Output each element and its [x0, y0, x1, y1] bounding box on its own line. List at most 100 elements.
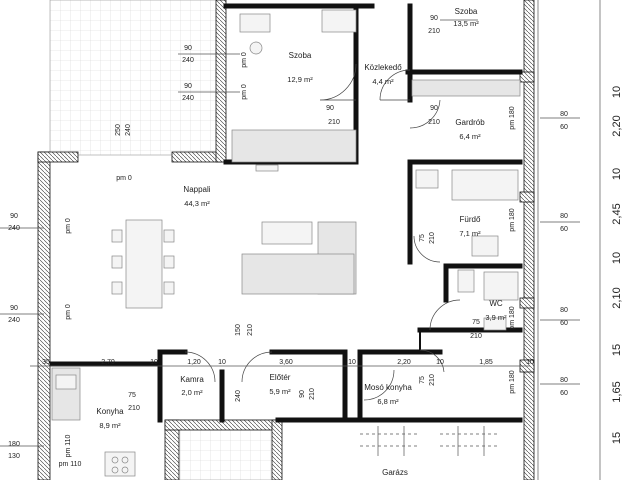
level-label: pm 0: [241, 52, 248, 68]
room-name-konyha: Konyha: [96, 407, 124, 416]
opening-label: 210: [328, 119, 340, 126]
furniture: [51, 9, 521, 477]
opening-label: 75: [419, 234, 426, 242]
vertical-dimensions: 10 2,20 10 2,45 10 2,10 15 1,65 15: [611, 86, 623, 444]
opening-label: 250: [115, 124, 122, 136]
dim-label: 10: [526, 359, 534, 366]
level-label: pm 180: [509, 306, 516, 329]
dim-label: 1,20: [187, 359, 201, 366]
opening-label: 210: [470, 333, 482, 340]
opening-label: 90: [10, 213, 18, 220]
dim-label: 10: [348, 359, 356, 366]
dim-label: 2,45: [611, 203, 623, 224]
opening-label: 240: [182, 57, 194, 64]
opening-label: 90: [326, 105, 334, 112]
room-area-szoba1: 12,9 m²: [287, 75, 313, 84]
opening-label: 210: [428, 119, 440, 126]
room-name-nappali: Nappali: [183, 185, 210, 194]
room-area-kozlekedo: 4,4 m²: [372, 77, 394, 86]
dim-label: 10: [611, 168, 623, 180]
opening-label: 210: [128, 405, 140, 412]
walls: [37, 0, 535, 480]
dim-label: 15: [611, 432, 623, 444]
room-name-szoba1: Szoba: [289, 51, 312, 60]
room-name-moso: Mosó konyha: [364, 383, 412, 392]
dim-label: 35: [42, 359, 50, 366]
room-name-eloter: Előtér: [270, 373, 291, 382]
opening-label: 210: [309, 388, 316, 400]
room-labels: Szoba 12,9 m² Szoba 13,5 m² Közlekedő 4,…: [96, 7, 507, 477]
opening-label: 210: [429, 374, 436, 386]
opening-label: 150: [235, 324, 242, 336]
room-area-konyha: 8,9 m²: [99, 421, 121, 430]
opening-label: 240: [235, 390, 242, 402]
opening-label: 90: [184, 83, 192, 90]
room-name-furdo: Fürdő: [460, 215, 481, 224]
room-name-gardrob: Gardrób: [455, 118, 485, 127]
opening-label: 210: [247, 324, 254, 336]
dim-label: 15: [611, 344, 623, 356]
opening-label: 130: [8, 453, 20, 460]
dim-label: 10: [611, 86, 623, 98]
room-area-furdo: 7,1 m²: [459, 229, 481, 238]
dim-label: 2,70: [101, 359, 115, 366]
opening-label: 80: [560, 307, 568, 314]
level-label: pm 0: [65, 304, 72, 320]
room-area-kamra: 2,0 m²: [181, 388, 203, 397]
interior-walls: [49, 3, 523, 423]
opening-label: 60: [560, 390, 568, 397]
opening-label: 240: [8, 225, 20, 232]
opening-label: 60: [560, 124, 568, 131]
dim-label: 2,20: [397, 359, 411, 366]
level-label: pm 180: [509, 208, 516, 231]
opening-label: 90: [430, 105, 438, 112]
opening-label: 210: [429, 232, 436, 244]
opening-label: 80: [560, 377, 568, 384]
opening-label: 180: [8, 441, 20, 448]
room-area-wc: 3,9 m²: [485, 313, 507, 322]
room-name-kozlekedo: Közlekedő: [364, 63, 402, 72]
opening-label: 90: [184, 45, 192, 52]
room-name-wc: WC: [489, 299, 503, 308]
room-name-szoba2: Szoba: [455, 7, 478, 16]
room-name-garazs: Garázs: [382, 468, 408, 477]
level-label: pm 0: [241, 84, 248, 100]
opening-label: 210: [428, 28, 440, 35]
dim-label: 10: [436, 359, 444, 366]
doors: [184, 63, 461, 401]
opening-label: 90: [10, 305, 18, 312]
opening-label: 240: [8, 317, 20, 324]
dim-label: 2,10: [611, 287, 623, 308]
room-area-gardrob: 6,4 m²: [459, 132, 481, 141]
room-area-szoba2: 13,5 m²: [453, 19, 479, 28]
opening-label: 240: [125, 124, 132, 136]
level-label: pm 0: [65, 218, 72, 234]
dim-label: 10: [218, 359, 226, 366]
opening-label: 75: [419, 376, 426, 384]
opening-label: 90: [430, 15, 438, 22]
level-label: pm 110: [59, 461, 82, 468]
opening-labels: 90 240 90 240 90 210 90 210 90 210 250 2…: [8, 15, 568, 468]
level-label: pm 180: [509, 370, 516, 393]
dim-label: 1,85: [479, 359, 493, 366]
room-area-moso: 6,8 m²: [377, 397, 399, 406]
opening-label: 90: [299, 390, 306, 398]
room-name-kamra: Kamra: [180, 375, 204, 384]
room-area-eloter: 5,9 m²: [269, 387, 291, 396]
opening-label: 75: [472, 319, 480, 326]
dim-label: 10: [150, 359, 158, 366]
level-label: pm 110: [65, 434, 72, 457]
opening-label: 60: [560, 226, 568, 233]
room-area-nappali: 44,3 m²: [184, 199, 210, 208]
dimension-lines: [0, 0, 601, 480]
opening-label: 80: [560, 213, 568, 220]
dimension-row: 35 2,70 10 1,20 10 3,60 10 2,20 10 1,85 …: [42, 359, 534, 366]
opening-label: 60: [560, 320, 568, 327]
opening-label: 80: [560, 111, 568, 118]
dim-label: 2,20: [611, 115, 623, 136]
level-label: pm 0: [116, 175, 132, 182]
dim-label: 1,65: [611, 381, 623, 402]
dim-label: 3,60: [279, 359, 293, 366]
opening-label: 75: [128, 392, 136, 399]
